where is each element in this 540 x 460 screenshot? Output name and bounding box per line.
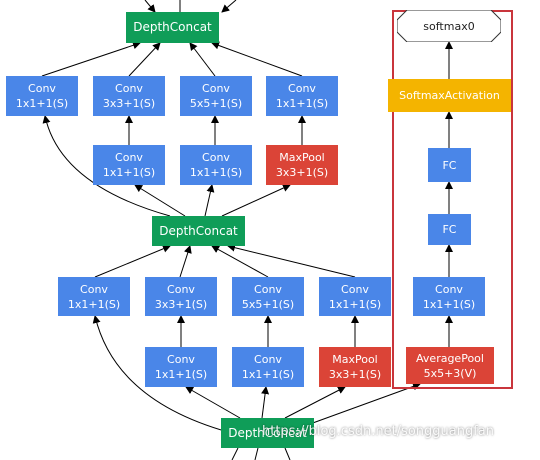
edge xyxy=(179,245,192,278)
edge xyxy=(221,184,291,217)
bottom-conv-3x3: Conv 3x3+1(S) xyxy=(145,277,217,316)
top-depthconcat: DepthConcat xyxy=(126,12,219,43)
edge xyxy=(204,184,215,217)
edge xyxy=(211,245,269,278)
edge xyxy=(185,386,241,419)
edge xyxy=(221,0,237,13)
aux-conv-1x1: Conv 1x1+1(S) xyxy=(413,277,485,316)
edge xyxy=(227,243,356,278)
bottom-conv-5x5: Conv 5x5+1(S) xyxy=(232,277,304,316)
top-reduce-3x3: Conv 1x1+1(S) xyxy=(93,145,165,185)
softmax0-label: softmax0 xyxy=(423,19,475,33)
edge xyxy=(211,41,303,77)
edge xyxy=(284,386,346,419)
edge xyxy=(231,447,239,460)
top-conv-1x1: Conv 1x1+1(S) xyxy=(6,76,78,116)
softmax-activation: SoftmaxActivation xyxy=(388,79,511,112)
aux-averagepool: AveragePool 5x5+3(V) xyxy=(406,347,494,384)
bottom-conv-1x1-proj: Conv 1x1+1(S) xyxy=(319,277,391,316)
octagon-shape xyxy=(397,10,501,42)
bottom-maxpool: MaxPool 3x3+1(S) xyxy=(319,347,391,387)
top-maxpool: MaxPool 3x3+1(S) xyxy=(266,145,338,185)
edge xyxy=(134,184,186,217)
top-conv-3x3: Conv 3x3+1(S) xyxy=(93,76,165,116)
edge xyxy=(309,382,421,425)
aux-fc-1: FC xyxy=(428,214,471,245)
edge xyxy=(41,41,141,77)
edge xyxy=(128,42,161,77)
bottom-depthconcat: DepthConcat xyxy=(221,418,314,448)
edge xyxy=(42,115,171,217)
edge xyxy=(284,447,291,460)
auxiliary-classifier-highlight xyxy=(392,10,513,389)
bottom-reduce-3x3: Conv 1x1+1(S) xyxy=(145,347,217,387)
softmax0-node: softmax0 xyxy=(397,10,501,42)
top-conv-5x5: Conv 5x5+1(S) xyxy=(180,76,252,116)
top-reduce-5x5: Conv 1x1+1(S) xyxy=(180,145,252,185)
bottom-reduce-5x5: Conv 1x1+1(S) xyxy=(232,347,304,387)
edge xyxy=(261,386,270,419)
watermark: https://blog.csdn.net/songguangfan xyxy=(262,424,495,439)
mid-depthconcat: DepthConcat xyxy=(152,216,245,246)
top-conv-1x1-proj: Conv 1x1+1(S) xyxy=(266,76,338,116)
edge xyxy=(189,42,216,77)
bottom-conv-1x1: Conv 1x1+1(S) xyxy=(58,277,130,316)
edge xyxy=(144,0,156,13)
edge xyxy=(254,447,259,460)
aux-fc-2: FC xyxy=(428,148,471,182)
edge xyxy=(94,244,171,278)
edge xyxy=(92,315,229,433)
